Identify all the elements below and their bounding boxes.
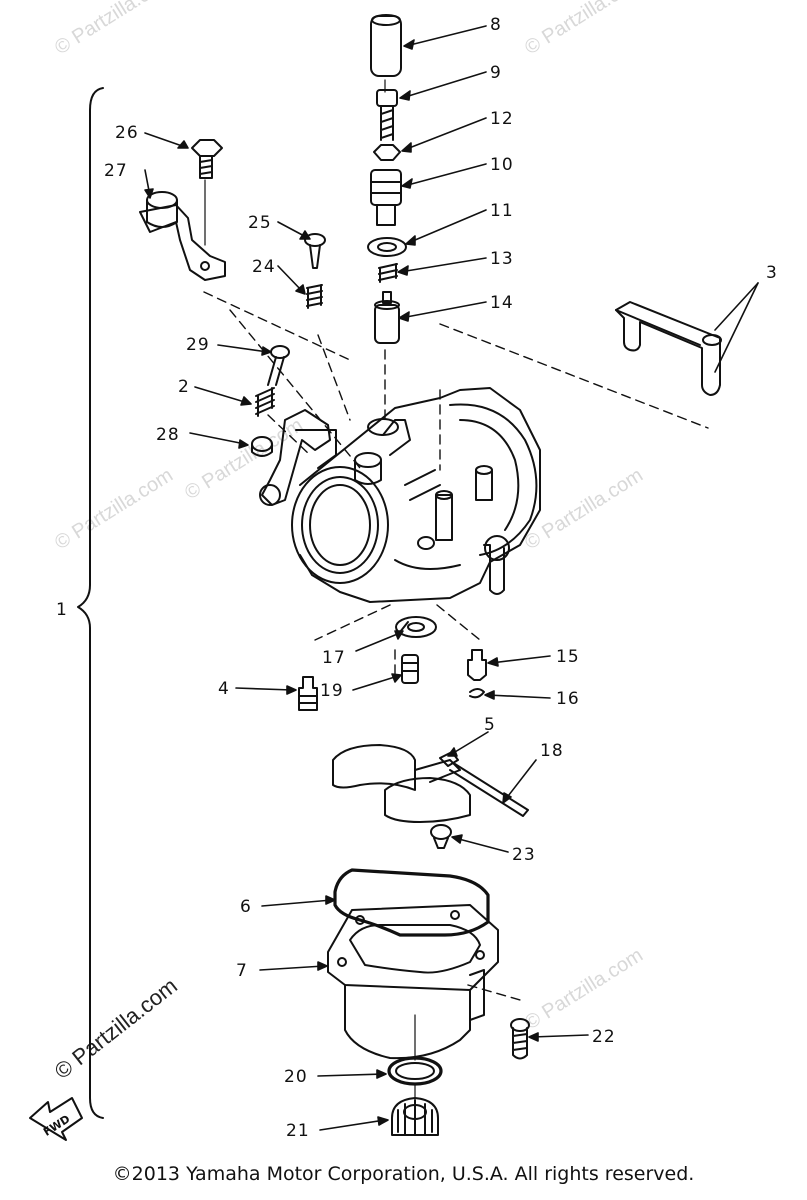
label-9: 9 xyxy=(490,63,502,83)
part-14-plunger xyxy=(374,291,400,344)
label-27: 27 xyxy=(104,161,128,181)
part-21-plug xyxy=(391,1097,439,1136)
label-2: 2 xyxy=(178,377,190,397)
watermark-text: © Partzilla.com xyxy=(51,464,177,554)
throttle-lever xyxy=(259,409,337,506)
part-23-screw xyxy=(430,824,452,849)
label-19: 19 xyxy=(320,681,344,701)
part-3-pipe xyxy=(615,301,722,396)
label-25: 25 xyxy=(248,213,272,233)
part-2-spring xyxy=(255,387,275,417)
part-26-bolt xyxy=(191,139,223,179)
label-14: 14 xyxy=(490,293,514,313)
label-12: 12 xyxy=(490,109,514,129)
label-3: 3 xyxy=(766,263,778,283)
watermarks: © Partzilla.com © Partzilla.com © Partzi… xyxy=(50,0,647,1084)
label-7: 7 xyxy=(236,961,248,981)
label-10: 10 xyxy=(490,155,514,175)
label-22: 22 xyxy=(592,1027,616,1047)
part-25-screw xyxy=(304,233,326,269)
label-21: 21 xyxy=(286,1121,310,1141)
part-16-clip xyxy=(469,688,485,699)
part-20-oring xyxy=(387,1056,443,1086)
watermark-text: © Partzilla.com xyxy=(51,0,177,59)
part-8-cap xyxy=(370,14,402,77)
label-20: 20 xyxy=(284,1067,308,1087)
watermark-text: © Partzilla.com xyxy=(50,973,182,1084)
label-11: 11 xyxy=(490,201,514,221)
watermark-text: © Partzilla.com xyxy=(521,944,647,1034)
fwd-arrow-icon xyxy=(29,1097,83,1141)
label-18: 18 xyxy=(540,741,564,761)
part-15-jet xyxy=(467,649,487,681)
label-29: 29 xyxy=(186,335,210,355)
label-28: 28 xyxy=(156,425,180,445)
label-16: 16 xyxy=(556,689,580,709)
alignment-lines xyxy=(203,291,709,1001)
part-24-spring xyxy=(306,284,323,309)
part-27-bracket xyxy=(139,191,226,281)
part-7-bowl xyxy=(327,904,499,1060)
label-24: 24 xyxy=(252,257,276,277)
part-19-jet xyxy=(401,654,419,684)
part-labels: 1 2 3 4 5 6 7 8 9 10 11 12 13 14 15 16 1… xyxy=(56,15,778,1141)
watermark-text: © Partzilla.com xyxy=(521,0,647,59)
label-17: 17 xyxy=(322,648,346,668)
label-8: 8 xyxy=(490,15,502,35)
copyright-text: ©2013 Yamaha Motor Corporation, U.S.A. A… xyxy=(112,1163,695,1185)
carburetor-body xyxy=(291,387,541,603)
assembly-bracket xyxy=(77,87,104,1119)
part-13-spring xyxy=(378,263,398,283)
part-4-jet xyxy=(298,676,318,711)
part-10-plunger xyxy=(370,169,402,226)
leader-lines xyxy=(144,25,759,1131)
label-13: 13 xyxy=(490,249,514,269)
label-5: 5 xyxy=(484,715,496,735)
label-15: 15 xyxy=(556,647,580,667)
label-26: 26 xyxy=(115,123,139,143)
part-11-washer xyxy=(367,237,407,257)
label-6: 6 xyxy=(240,897,252,917)
part-12-nut xyxy=(373,144,401,161)
part-22-bolt xyxy=(510,1018,530,1060)
label-4: 4 xyxy=(218,679,230,699)
part-28-screw xyxy=(251,436,273,457)
label-1: 1 xyxy=(56,600,68,620)
part-18-pin xyxy=(449,763,529,817)
part-9-screw xyxy=(376,89,398,141)
label-23: 23 xyxy=(512,845,536,865)
